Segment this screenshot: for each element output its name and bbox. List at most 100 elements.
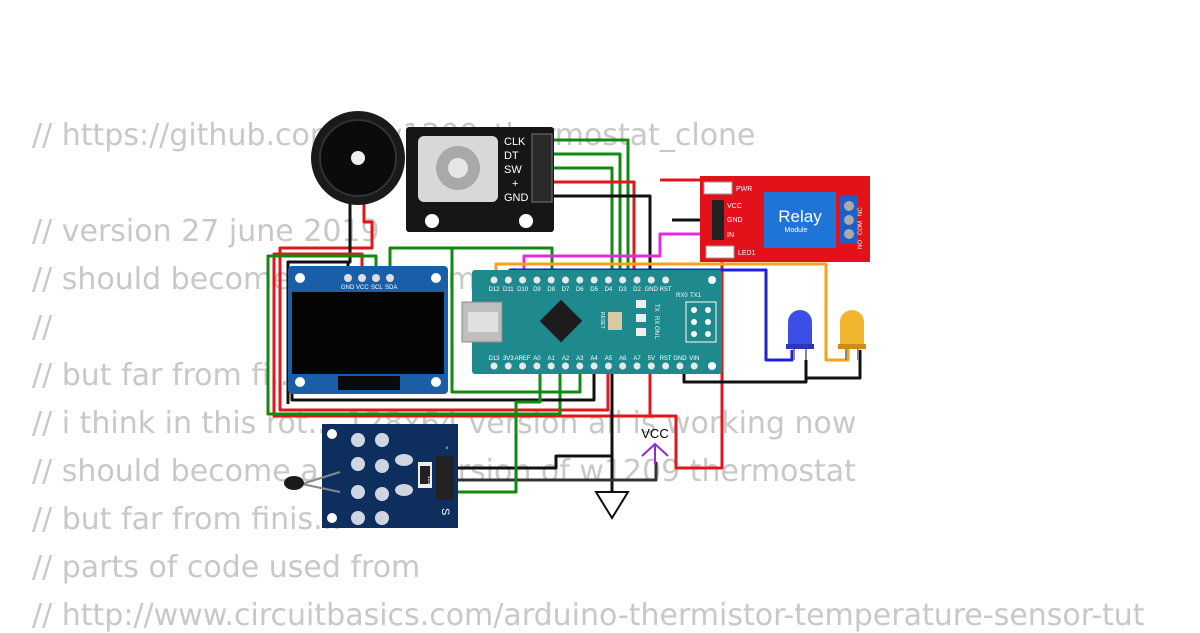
- nano-reset-label: RESET: [599, 312, 605, 329]
- nano-side-label: TX: [653, 304, 659, 312]
- nano-pin-label: GND: [673, 356, 687, 362]
- oled-pin-label: VCC: [356, 285, 369, 291]
- led-blue: [786, 310, 814, 360]
- wire-grey-sensor-vcc: [456, 462, 658, 482]
- relay-pin-label: VCC: [727, 203, 742, 210]
- relay-subtitle: Module: [785, 227, 808, 234]
- oled-pin-label: GND: [341, 285, 355, 291]
- nano-pin: [619, 362, 627, 370]
- encoder-pin-label: GND: [504, 192, 529, 204]
- relay-led1-label: LED1: [738, 250, 756, 257]
- relay-terminal-label: NO: [858, 240, 864, 249]
- wire-red-buzzer: [278, 200, 610, 412]
- nano-rx-label: RX0: [676, 293, 688, 299]
- wire-green-dt: [552, 152, 622, 278]
- nano-pin: [547, 362, 555, 370]
- sensor-pin-s: S: [439, 508, 451, 515]
- nano-pin-label: 3V3: [503, 356, 514, 362]
- vcc-label: VCC: [641, 426, 668, 441]
- wire-green-oled-scl: [266, 254, 562, 416]
- nano-pin-label: D11: [503, 287, 514, 293]
- buzzer: [311, 111, 405, 205]
- led-yellow: [838, 310, 866, 360]
- nano-pin: [562, 276, 569, 284]
- nano-pin-label: RST: [660, 356, 672, 362]
- thermistor-module: 103 - S: [284, 424, 458, 528]
- nano-pin: [562, 362, 569, 370]
- code-line: // but far from finis...: [32, 502, 342, 537]
- nano-pin-label: A6: [619, 356, 627, 362]
- nano-pin-label: A2: [562, 356, 570, 362]
- nano-pin: [590, 276, 598, 284]
- nano-pin: [519, 276, 527, 284]
- nano-pin: [490, 276, 498, 284]
- nano-pin: [690, 362, 698, 370]
- nano-pin: [647, 362, 655, 370]
- wire-black-gnd: [552, 194, 652, 278]
- nano-pin: [533, 362, 541, 370]
- wire-green-a4: [450, 248, 582, 394]
- code-line: // but far from fi...: [32, 358, 299, 393]
- code-line: // http://www.circuitbasics.com/arduino-…: [32, 598, 1145, 633]
- wire-green-sensor-s: [456, 362, 542, 494]
- wire-orange-led: [494, 262, 850, 362]
- nano-pin-label: GND: [645, 287, 659, 293]
- encoder-pin-label: CLK: [504, 136, 526, 148]
- nano-pin-label: D2: [633, 287, 641, 293]
- nano-pin: [604, 362, 612, 370]
- code-line: // version 27 june 2019: [32, 214, 380, 249]
- nano-pin-label: A0: [533, 356, 541, 362]
- relay-terminal-label: COM: [858, 221, 864, 235]
- relay-terminal-label: NC: [858, 207, 864, 216]
- sensor-pin-minus: -: [441, 446, 453, 450]
- nano-pin-label: D3: [619, 287, 627, 293]
- wire-green-sw: [552, 166, 614, 278]
- nano-pin-label: D5: [590, 287, 598, 293]
- nano-pin-label: A7: [633, 356, 641, 362]
- relay-pin-label: GND: [727, 217, 743, 224]
- nano-pin: [604, 276, 612, 284]
- nano-side-label: RX: [653, 316, 659, 324]
- nano-pin: [576, 276, 584, 284]
- oled-pin-label: SCL: [371, 285, 383, 291]
- wire-black-led-gnd2: [806, 350, 862, 380]
- wire-red-5v: [648, 246, 724, 470]
- nano-pin-label: D8: [547, 287, 555, 293]
- oled-display: GND VCC SCL SDA: [288, 266, 448, 394]
- nano-pin-label: A1: [548, 356, 556, 362]
- code-line: //: [32, 310, 53, 345]
- encoder-pin-label: +: [512, 178, 518, 190]
- nano-pin-label: D10: [517, 287, 529, 293]
- nano-pin: [576, 362, 584, 370]
- nano-pin: [619, 276, 627, 284]
- nano-pin-label: A5: [605, 356, 613, 362]
- nano-pin: [490, 362, 498, 370]
- nano-side-label: L: [653, 336, 659, 340]
- nano-pin-label: D12: [488, 287, 500, 293]
- nano-pin: [547, 276, 555, 284]
- nano-pin-label: D7: [562, 287, 570, 293]
- vcc-symbol: VCC: [641, 426, 669, 464]
- nano-pin-label: D13: [488, 356, 500, 362]
- nano-pin: [633, 276, 641, 284]
- relay-title: Relay: [778, 207, 822, 226]
- nano-pin: [590, 362, 598, 370]
- wire-black-sensor-minus: [456, 454, 612, 470]
- ground-symbol: [594, 491, 630, 520]
- nano-pin-label: D6: [576, 287, 584, 293]
- nano-side-label: ON: [653, 326, 659, 335]
- wire-red-oled-vcc: [272, 252, 676, 418]
- code-line: // parts of code used from: [32, 550, 421, 585]
- encoder-pin-label: DT: [504, 150, 519, 162]
- sensor-chip-label: 103: [426, 476, 432, 485]
- nano-pin-label: A3: [576, 356, 584, 362]
- nano-pin: [662, 362, 670, 370]
- relay-module: PWR LED1 VCC GND IN Relay Module NO COM …: [700, 176, 870, 262]
- nano-pin: [504, 276, 512, 284]
- relay-pwr-label: PWR: [736, 186, 752, 193]
- nano-pin: [647, 276, 655, 284]
- oled-pin-label: SDA: [385, 285, 397, 291]
